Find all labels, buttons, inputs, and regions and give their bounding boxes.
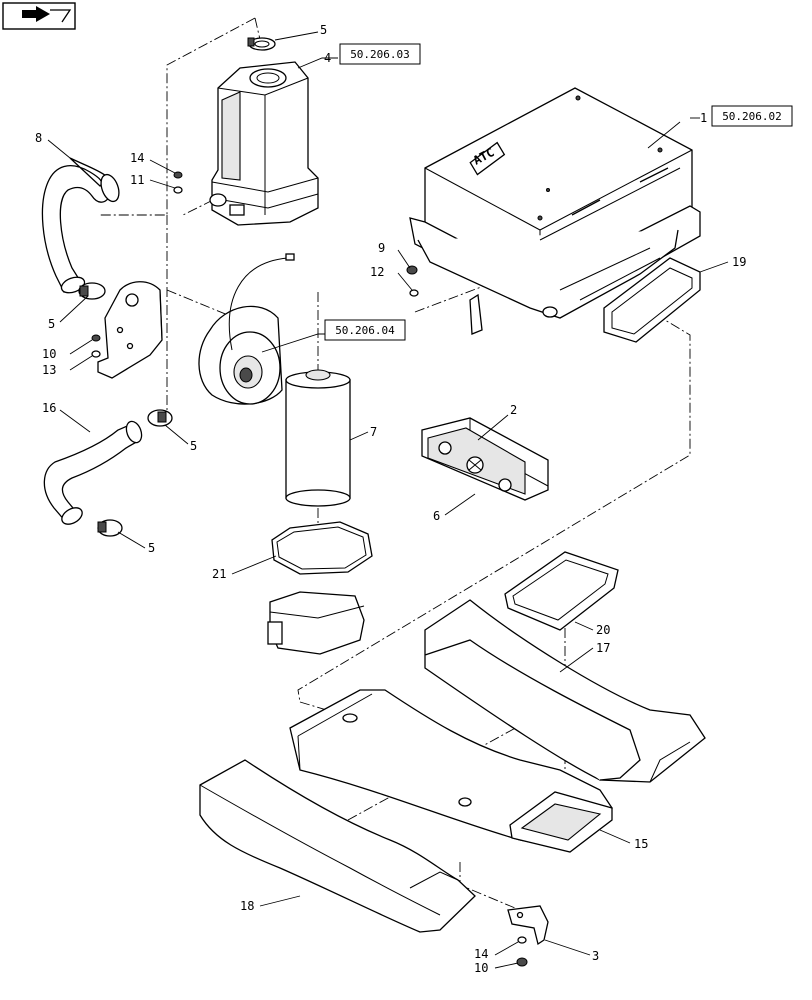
bracket-3 xyxy=(507,905,549,946)
arrow-icon xyxy=(22,6,50,22)
callout-16: 16 xyxy=(42,401,56,415)
callout-10: 10 xyxy=(42,347,56,361)
cabin-air-filter xyxy=(285,369,351,507)
callout-18: 18 xyxy=(240,899,254,913)
leader-lines xyxy=(47,31,729,969)
nav-arrow-button[interactable] xyxy=(2,2,76,30)
reference-box-50-206-04[interactable]: 50.206.04 xyxy=(324,319,406,341)
callout-4: 4 xyxy=(324,51,331,65)
svg-text:50.206.02: 50.206.02 xyxy=(722,110,782,123)
callout-19: 19 xyxy=(732,255,746,269)
lower-hose xyxy=(43,420,143,525)
callout-6: 6 xyxy=(433,509,440,523)
nut-9-12 xyxy=(406,265,419,297)
upper-hose xyxy=(41,157,120,294)
seal-20 xyxy=(504,551,619,631)
duct-outlet-15 xyxy=(509,791,613,853)
callout-7: 7 xyxy=(370,425,377,439)
reference-box-50-206-02[interactable]: 50.206.02 xyxy=(711,105,793,127)
callout-3: 3 xyxy=(592,949,599,963)
climate-control-panel xyxy=(421,417,549,501)
callout-5: 5 xyxy=(320,23,327,37)
callout-5: 5 xyxy=(190,439,197,453)
callout-17: 17 xyxy=(596,641,610,655)
hose-clamp-bottom xyxy=(97,519,123,537)
fastener-14-11 xyxy=(173,171,183,194)
filter-housing xyxy=(267,591,365,655)
reference-box-50-206-03[interactable]: 50.206.03 xyxy=(339,43,421,65)
filter-gasket xyxy=(271,521,373,575)
hvac-unit xyxy=(409,87,701,335)
callout-10: 10 xyxy=(474,961,488,975)
callout-1: 1 xyxy=(700,111,707,125)
hose-clamp-top xyxy=(247,37,276,51)
callout-20: 20 xyxy=(596,623,610,637)
callout-21: 21 xyxy=(212,567,226,581)
callout-12: 12 xyxy=(370,265,384,279)
hose-clamp-left xyxy=(78,282,106,300)
duct-panel-17 xyxy=(424,599,706,783)
seal-19 xyxy=(603,257,701,343)
hose-clamp-mid xyxy=(147,409,173,427)
callout-15: 15 xyxy=(634,837,648,851)
floor-duct-18 xyxy=(199,759,476,933)
svg-text:50.206.03: 50.206.03 xyxy=(350,48,410,61)
callout-8: 8 xyxy=(35,131,42,145)
callout-11: 11 xyxy=(130,173,144,187)
callout-9: 9 xyxy=(378,241,385,255)
blower-motor xyxy=(198,253,295,405)
callout-13: 13 xyxy=(42,363,56,377)
callout-numbers: 5 4 1 8 14 11 9 12 19 5 10 13 16 7 2 5 6… xyxy=(35,23,746,975)
callout-2: 2 xyxy=(510,403,517,417)
callout-14: 14 xyxy=(474,947,488,961)
callout-5: 5 xyxy=(148,541,155,555)
bolts-10-13 xyxy=(91,334,101,358)
svg-text:50.206.04: 50.206.04 xyxy=(335,324,395,337)
callout-5: 5 xyxy=(48,317,55,331)
mounting-bracket xyxy=(97,281,163,379)
expansion-tank xyxy=(209,61,319,226)
fasteners-bottom xyxy=(516,936,528,967)
callout-14: 14 xyxy=(130,151,144,165)
